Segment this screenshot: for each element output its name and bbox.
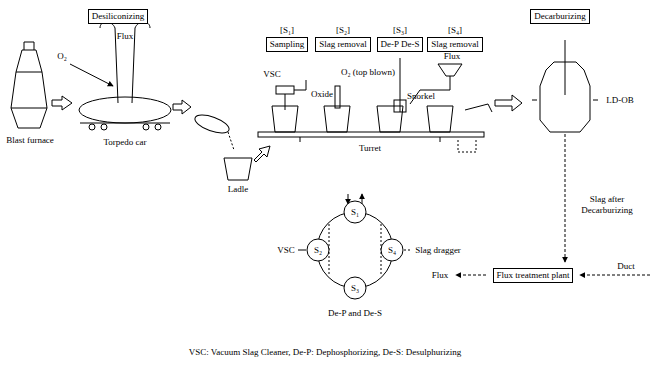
step-heading: [S₃] xyxy=(393,25,407,36)
equipment-label: O₂ xyxy=(57,51,67,62)
step-name: Decarburizing xyxy=(530,9,589,24)
torpedo-car xyxy=(79,97,171,123)
step-name: Slag removal xyxy=(427,37,483,52)
step-name: Slag removal xyxy=(315,37,371,52)
equipment-label: Flux xyxy=(432,270,449,281)
step-heading: [S₂] xyxy=(336,25,350,36)
equipment-label: LD-OB xyxy=(606,95,634,106)
equipment-label: Snorkel xyxy=(407,91,435,102)
ladle xyxy=(224,158,252,180)
equipment-label: Duct xyxy=(617,261,635,272)
blast-furnace xyxy=(11,50,47,128)
step-name: Sampling xyxy=(266,37,309,52)
step-heading: [S₁] xyxy=(280,25,294,36)
process-box: [S₂]Slag removal xyxy=(315,25,371,52)
station-circle: S₄ xyxy=(380,238,404,262)
process-box: Decarburizing xyxy=(530,9,589,24)
figure-caption: VSC: Vacuum Slag Cleaner, De-P: Dephosph… xyxy=(189,347,462,357)
process-box: [S₃]De-P De-S xyxy=(377,25,424,52)
equipment-label: Flux xyxy=(444,51,461,62)
equipment-label: Slag dragger xyxy=(415,245,461,256)
station-label: S₁ xyxy=(351,207,359,217)
station-label: S₄ xyxy=(388,245,396,255)
step-name: Flux treatment plant xyxy=(493,268,574,283)
equipment-label: Torpedo car xyxy=(103,137,146,148)
process-box: Desiliconizing xyxy=(88,9,149,24)
process-box: Flux treatment plant xyxy=(493,268,574,283)
equipment-label: Ladle xyxy=(228,184,249,195)
station-circle: S₃ xyxy=(343,276,367,300)
station-circle: S₂ xyxy=(306,238,330,262)
equipment-label: VSC xyxy=(263,69,281,80)
equipment-label: Blast furnace xyxy=(6,135,54,146)
process-box: [S₄]Slag removal xyxy=(427,25,483,52)
equipment-label: Oxide xyxy=(311,89,333,100)
station-label: S₂ xyxy=(314,245,322,255)
station-label: S₃ xyxy=(351,283,359,293)
station-circle: S₁ xyxy=(343,200,367,224)
turret-platform xyxy=(258,132,484,137)
step-name: Desiliconizing xyxy=(88,9,149,24)
step-heading: [S₄] xyxy=(448,25,462,36)
equipment-label: De-P and De-S xyxy=(328,308,382,319)
process-box: [S₁]Sampling xyxy=(266,25,309,52)
equipment-label: O₂ (top blown) xyxy=(341,67,395,78)
equipment-label: VSC xyxy=(277,245,295,256)
equipment-label: Turret xyxy=(359,143,381,154)
equipment-label: Flux xyxy=(117,31,134,42)
equipment-label: Slag after Decarburizing xyxy=(576,194,638,216)
step-name: De-P De-S xyxy=(377,37,424,52)
